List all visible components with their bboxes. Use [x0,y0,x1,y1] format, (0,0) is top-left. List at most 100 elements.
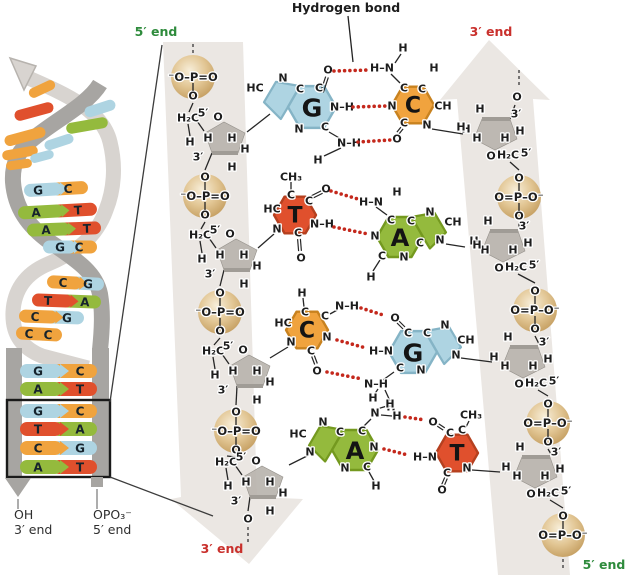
atom-label: C [307,345,315,358]
atom-label: N [340,462,349,475]
helix-base-left [20,364,62,378]
helix-base-chevron [60,422,69,436]
left-strand-5prime-end-label: 5′ end [135,24,178,39]
backbone-bond [187,123,191,137]
hydrogen-label: H [508,244,517,257]
double-bond [436,425,444,431]
phosphate-label: O=P–O⁻ [510,303,559,317]
three-prime-label: 3′ [193,151,204,164]
helix-base-letter: A [33,461,43,475]
double-bond [322,77,329,93]
five-prime-label: 5′ [529,259,540,272]
hydrogen-label: H [239,278,248,291]
ch2-label: H₂C [177,112,199,125]
backbone-bond [517,273,536,284]
single-bond [288,455,308,466]
double-bond [398,320,406,328]
oxygen-label: O [188,90,197,103]
helix-base-letter: C [24,327,34,341]
ch2-label: H₂C [505,261,527,274]
phosphate-group: OO=P–O⁻ [537,508,589,557]
atom-label: HC [263,203,280,216]
hydrogen-label: H [228,365,237,378]
backbone-bond [219,269,225,287]
hydrogen-label: H [240,143,249,156]
helix-base-letter: T [76,461,85,475]
helix-base-left [20,382,62,396]
hydrogen-bond-dots [382,447,410,457]
single-bond [269,346,289,359]
atom-label: O [392,133,401,146]
hydrogen-bond-dots [325,370,364,381]
base-A: A [307,424,380,472]
double-bond [398,128,404,135]
atom-label: N [387,100,396,113]
base-hexagon [434,433,480,473]
helix-base-bar [44,133,74,151]
helix-base-chevron [79,276,88,290]
single-bond [246,113,271,133]
single-bond [323,147,342,157]
atom-label: C [458,424,466,437]
ring-oxygen-label: O [514,378,523,391]
hydrogen-label: H [278,487,287,500]
helix-base-letter: G [83,277,94,291]
helix-base-chevron [70,294,79,308]
hydrogen-label: H [503,331,512,344]
hydrogen-bond-dots [351,104,388,109]
atom-label: N [305,446,314,459]
hydrogen-bond-dots [332,68,371,73]
helix-base-letter: C [34,442,43,456]
hydrogen-label: H [523,237,532,250]
atom-label: CH [457,334,474,347]
atom-label: C [443,467,451,480]
hydrogen-label: H [252,260,261,273]
double-bond [313,355,318,364]
atom-label: H [398,42,407,55]
double-bond [443,478,448,486]
atom-label: N [286,336,295,349]
atom-label: C [396,362,404,375]
hydrogen-label: H [185,136,194,149]
helix-base-letter: A [41,223,51,237]
helix-base-left [18,204,64,220]
atom-label: C [423,327,431,340]
helix-base-chevron [59,182,68,196]
atom-label: C [305,195,313,208]
hydrogen-label: H [515,125,524,138]
helix-base-left [32,293,73,308]
backbone-bond [247,496,251,512]
atom-label: H [429,62,438,75]
atom-label: N [462,462,471,475]
atom-label: N [370,230,379,243]
atom-label: N–H [335,300,359,313]
ch2-label: H₂C [189,229,211,242]
hydrogen-label: H [223,480,232,493]
ch2-label: H₂C [525,377,547,390]
base-hexagon [272,195,318,235]
ring-oxygen-label: O [251,455,260,468]
hydrogen-bond-dots [356,138,392,144]
base-C: C [390,85,436,125]
zoom-indicator-line [109,44,163,403]
helix-base-letter: T [83,222,92,236]
backbone-bond [208,237,217,249]
base-letter: T [287,204,302,229]
right-strand-3prime-end-label: 3′ end [470,24,513,39]
atom-label: N–H [337,137,361,150]
atom-label: H [366,271,375,284]
base-hexagon [387,329,439,375]
five-prime-label: 5′ [198,107,209,120]
base-C: C [284,310,330,350]
atom-label: C [363,461,371,474]
base-hexagon [390,85,436,125]
hydrogen-label: H [239,249,248,262]
phosphate-label: ⁻O–P=O [195,305,245,319]
